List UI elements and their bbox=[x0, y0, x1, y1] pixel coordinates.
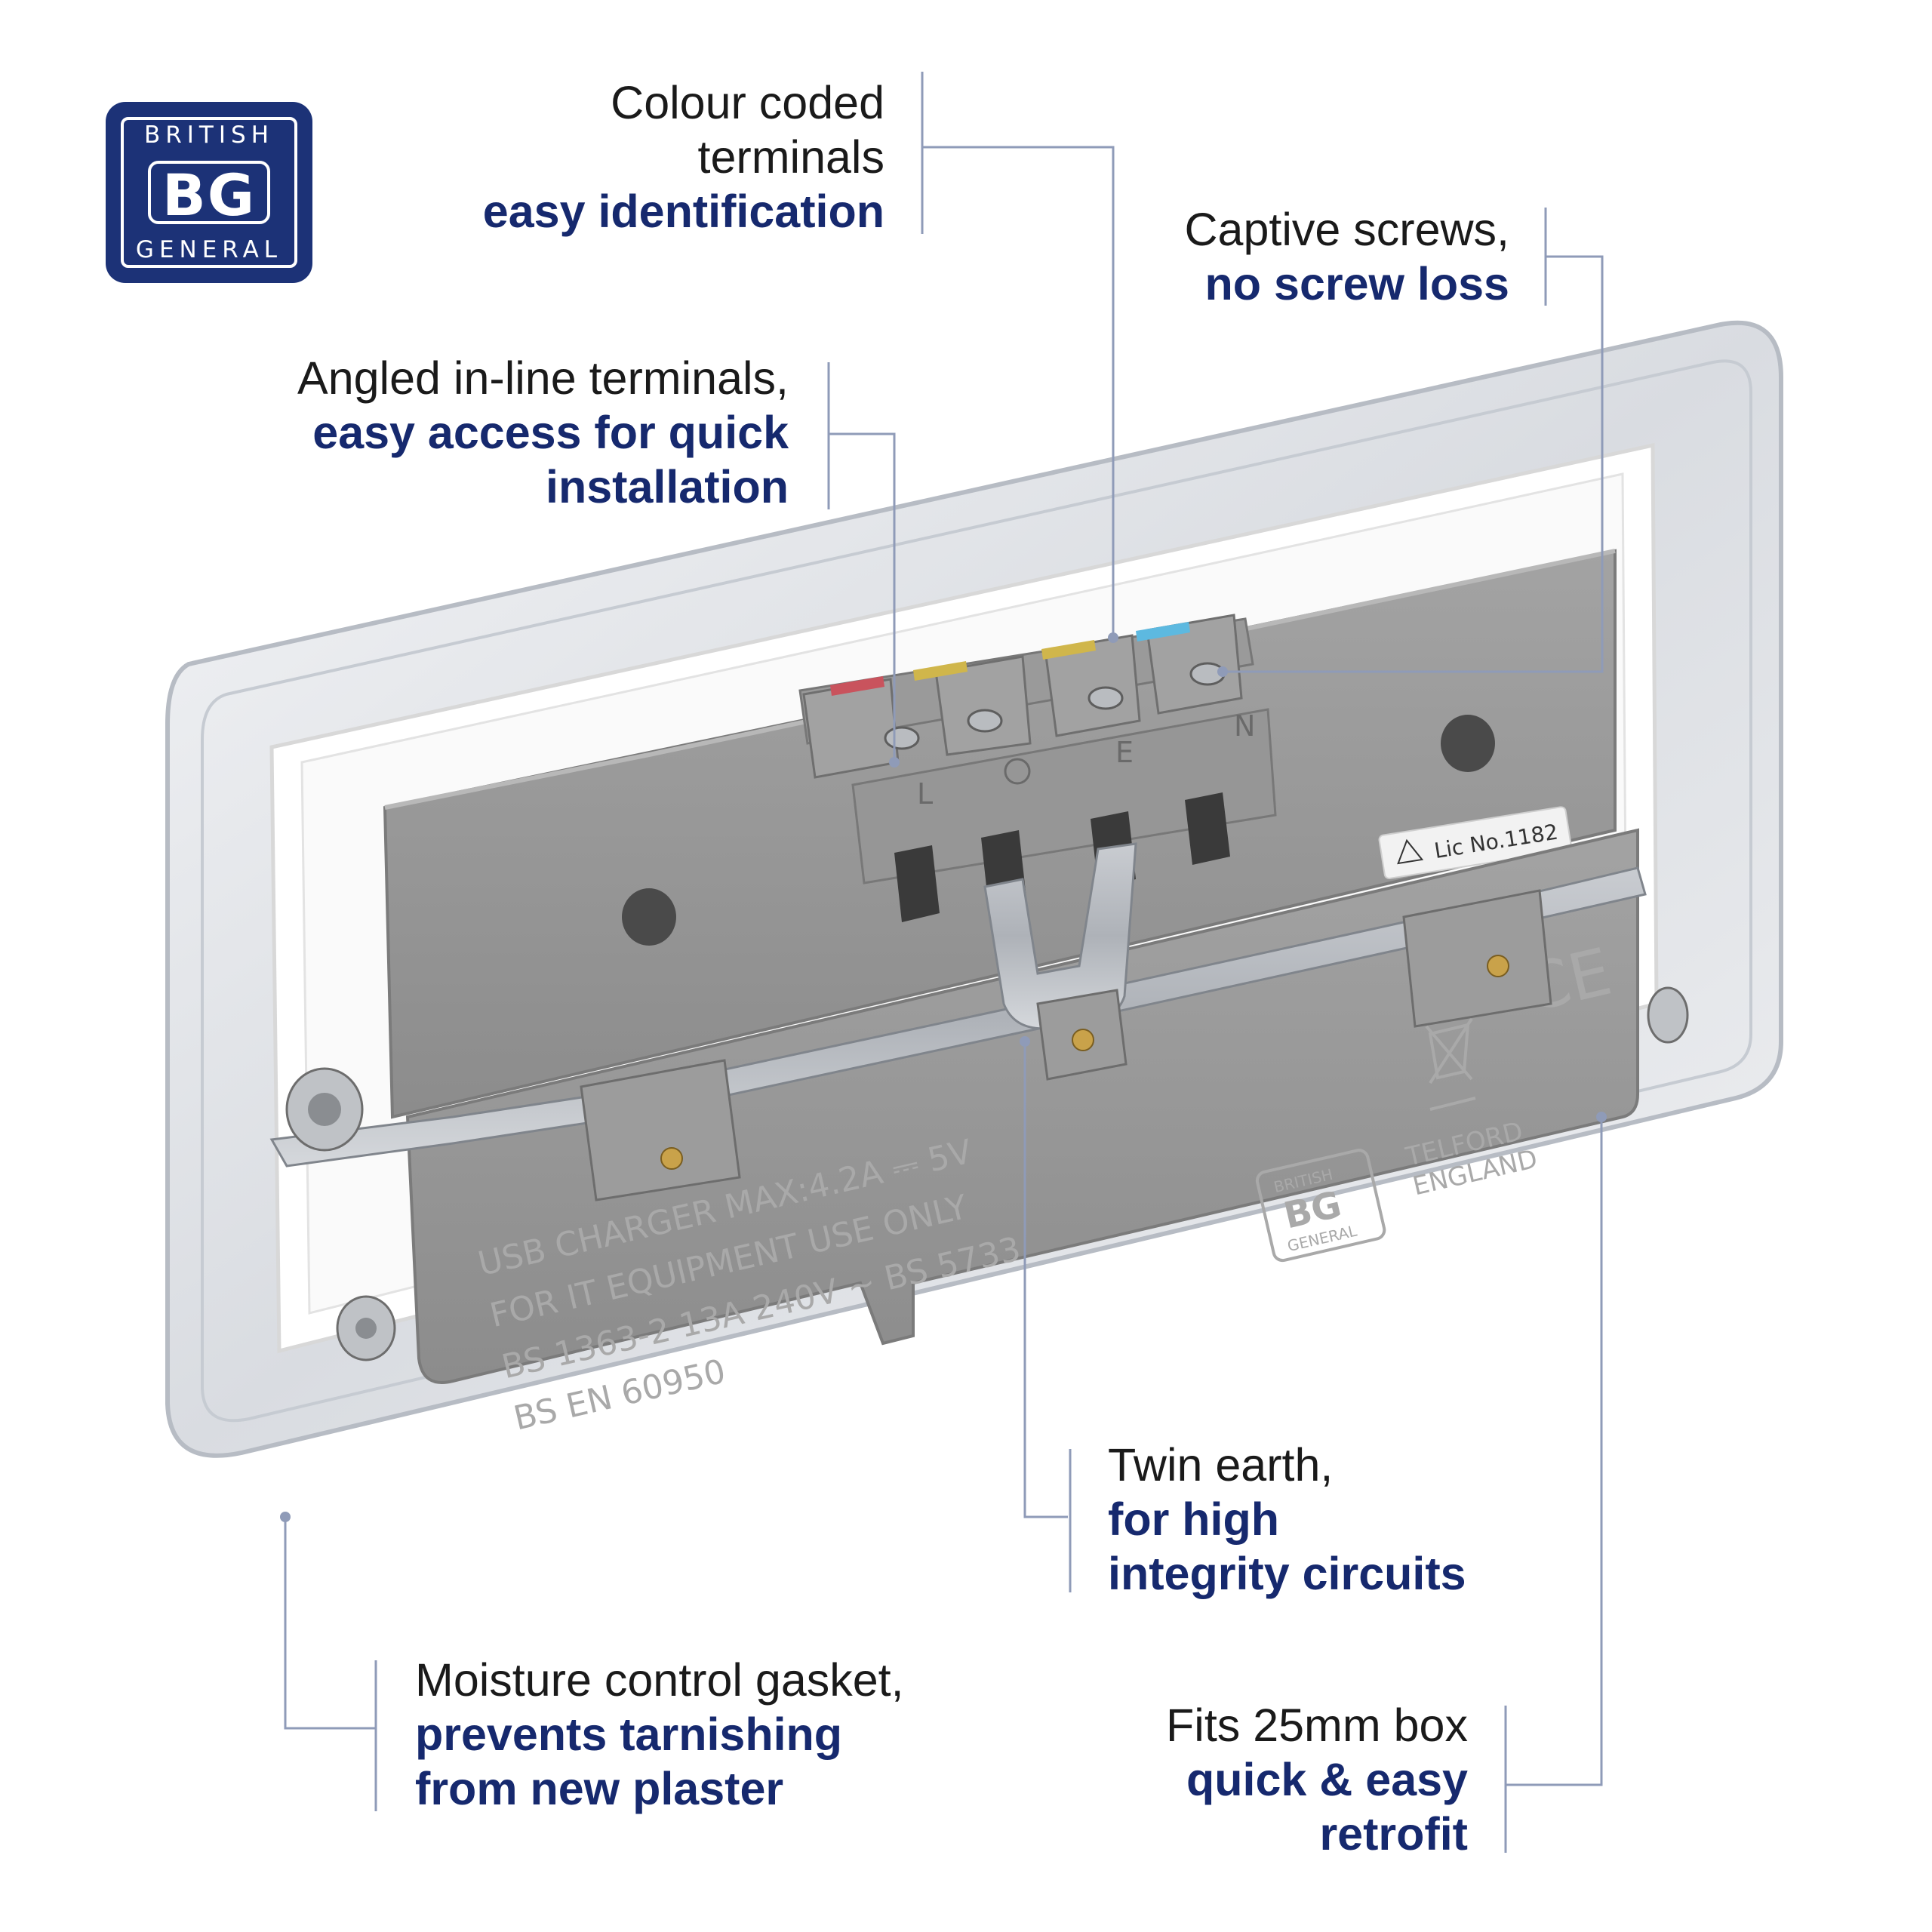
callout-angled-terminals: Angled in-line terminals, easy access fo… bbox=[196, 351, 789, 514]
callout-highlight: for high bbox=[1108, 1494, 1279, 1545]
callout-text: Captive screws, bbox=[1184, 204, 1509, 255]
mounting-hole bbox=[1441, 715, 1495, 772]
rivet bbox=[660, 955, 1509, 1170]
terminal-letter-e: E bbox=[1115, 736, 1134, 769]
terminal-letter-n: N bbox=[1234, 709, 1255, 743]
logo-mark: BG bbox=[148, 161, 270, 227]
callout-highlight: no screw loss bbox=[1204, 258, 1509, 309]
weee-icon bbox=[1425, 1017, 1476, 1111]
callout-text: Angled in-line terminals, bbox=[297, 352, 789, 404]
leader-lines bbox=[284, 72, 1604, 1853]
mounting-hole bbox=[622, 888, 676, 946]
usb-module-housing bbox=[405, 828, 1639, 1384]
callout-highlight: retrofit bbox=[1319, 1808, 1468, 1860]
earth-symbol bbox=[1004, 758, 1031, 785]
logo-top-text: BRITISH bbox=[143, 122, 275, 149]
callout-highlight: easy identification bbox=[482, 186, 884, 237]
callout-highlight: prevents tarnishing bbox=[415, 1709, 843, 1760]
callout-text: Fits 25mm box bbox=[1166, 1700, 1468, 1751]
callout-fits-box: Fits 25mm box quick & easy retrofit bbox=[1057, 1698, 1468, 1861]
callout-highlight: integrity circuits bbox=[1108, 1548, 1466, 1599]
strap-clip bbox=[580, 889, 1552, 1201]
logo-bottom-text: GENERAL bbox=[135, 236, 283, 263]
terminal-block bbox=[802, 614, 1243, 779]
callout-highlight: quick & easy bbox=[1186, 1754, 1468, 1805]
callout-highlight: from new plaster bbox=[415, 1763, 784, 1814]
callout-captive-screws: Captive screws, no screw loss bbox=[1057, 202, 1509, 311]
logo-frame bbox=[121, 117, 297, 268]
terminal-letter-l: L bbox=[917, 777, 933, 811]
callout-highlight: installation bbox=[546, 461, 789, 512]
callout-highlight: easy access for quick bbox=[312, 407, 789, 458]
callout-colour-coded: Colour coded terminals easy identificati… bbox=[423, 75, 884, 238]
callout-text: Colour coded bbox=[611, 77, 884, 128]
callout-twin-earth: Twin earth, for high integrity circuits bbox=[1108, 1438, 1576, 1601]
callout-text: terminals bbox=[697, 131, 884, 183]
callout-text: Twin earth, bbox=[1108, 1439, 1334, 1491]
callout-text: Moisture control gasket, bbox=[415, 1654, 904, 1706]
bg-logo: BRITISH BG GENERAL bbox=[106, 102, 312, 283]
colour-coded-tabs bbox=[830, 622, 1190, 696]
callout-moisture-gasket: Moisture control gasket, prevents tarnis… bbox=[415, 1653, 1019, 1816]
